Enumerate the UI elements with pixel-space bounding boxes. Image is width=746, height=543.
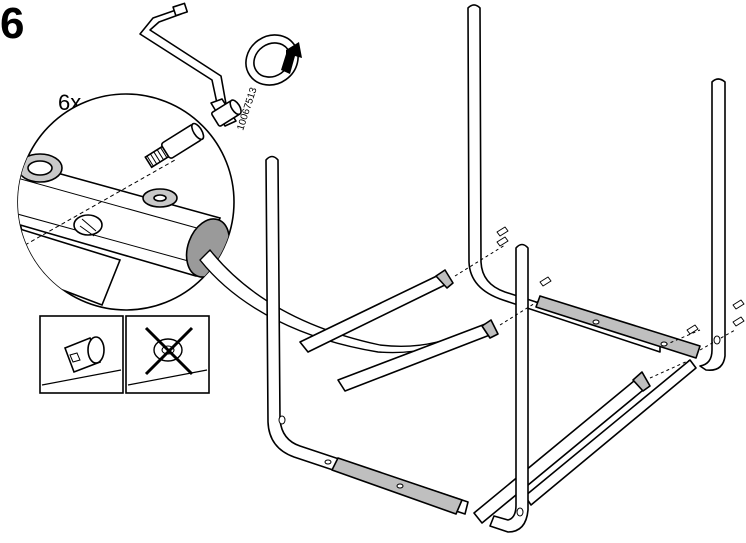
side-rail-1	[299, 272, 452, 353]
side-rail-2	[337, 322, 496, 392]
step-number: 6	[0, 0, 25, 48]
rear-leg-right	[699, 78, 726, 372]
correct-alignment-icon	[39, 315, 124, 394]
rotate-clockwise-icon	[245, 34, 302, 86]
rear-leg-left	[467, 4, 661, 353]
detail-magnifier	[17, 93, 242, 311]
sleeve-part	[210, 99, 242, 127]
side-rail-2-cap	[481, 319, 499, 339]
side-rail-1-cap	[435, 269, 454, 289]
rear-crossbar	[535, 295, 701, 359]
front-leg-left	[265, 155, 469, 515]
stool-frame	[265, 4, 745, 533]
side-rail-3	[473, 375, 649, 524]
side-rail-4	[524, 359, 697, 506]
front-leg-right	[489, 243, 529, 533]
screws	[496, 226, 745, 335]
side-rail-3-cap	[632, 371, 651, 392]
screw-part	[144, 122, 205, 169]
incorrect-alignment-icon	[125, 315, 210, 394]
